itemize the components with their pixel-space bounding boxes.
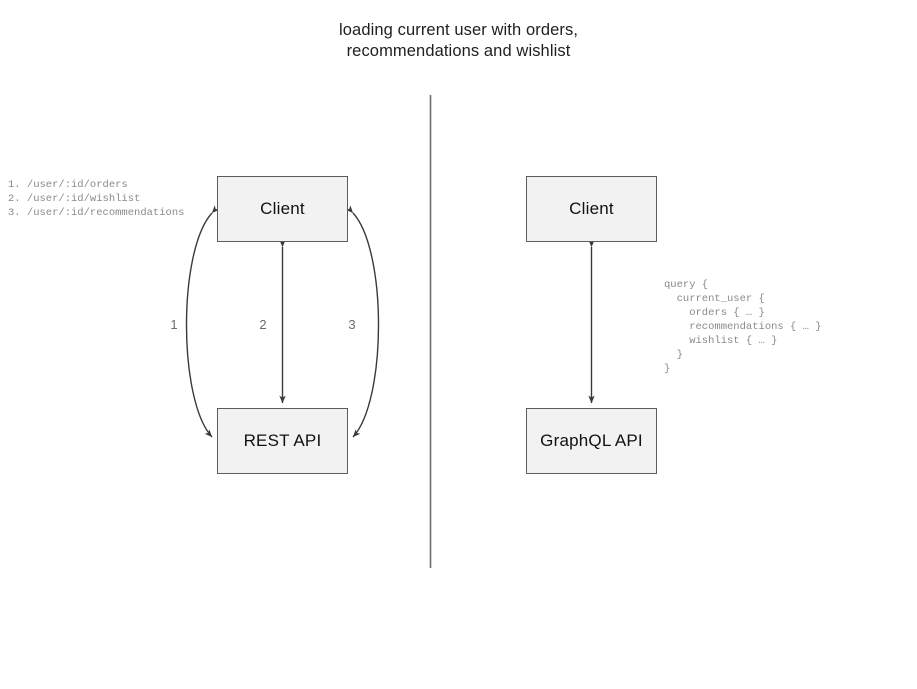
graphql-query-snippet: query { current_user { orders { … } reco… (664, 279, 822, 375)
node-client-graphql[interactable]: Client (526, 176, 657, 242)
edge-1-curve (185, 205, 220, 438)
node-rest-api[interactable]: REST API (217, 408, 348, 474)
edge-label-3: 3 (348, 317, 356, 332)
edge-label-2: 2 (259, 317, 267, 332)
rest-endpoint-list: 1. /user/:id/orders 2. /user/:id/wishlis… (8, 179, 185, 219)
node-client-rest[interactable]: Client (217, 176, 348, 242)
edge-label-1: 1 (170, 317, 178, 332)
diagram-title: loading current user with orders, recomm… (339, 21, 578, 60)
edge-3-curve (345, 205, 380, 438)
node-graphql-api[interactable]: GraphQL API (526, 408, 657, 474)
